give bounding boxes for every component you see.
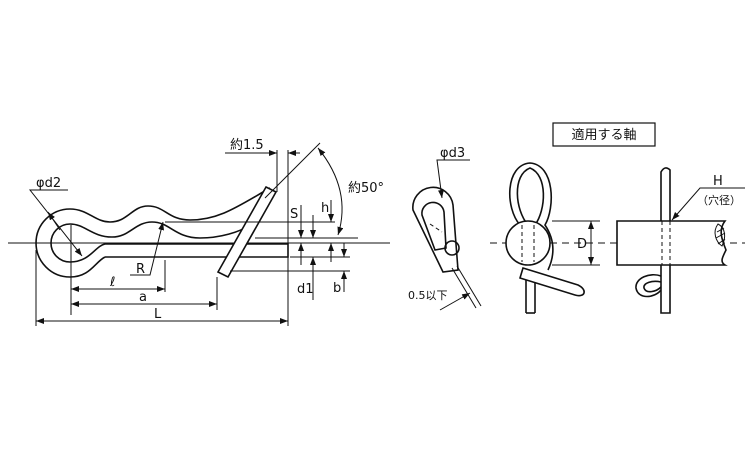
label-d1: d1 bbox=[297, 282, 314, 297]
label-hole-diameter: （穴径） bbox=[697, 193, 741, 207]
label-phi-d2: φd2 bbox=[36, 176, 61, 191]
pin-rod-bottom bbox=[660, 265, 671, 314]
label-l: ℓ bbox=[109, 275, 115, 290]
label-R: R bbox=[136, 262, 145, 277]
applicable-shaft-section: 適用する軸 D H （穴径） bbox=[490, 122, 745, 314]
r-pin-side-view: φd3 0.5以下 bbox=[408, 146, 482, 311]
label-S: S bbox=[290, 207, 298, 222]
pin-hook bbox=[635, 273, 662, 298]
label-D: D bbox=[577, 237, 587, 252]
label-H: H bbox=[713, 174, 723, 189]
label-approx-1-5: 約1.5 bbox=[230, 138, 264, 153]
pin-rod-top bbox=[660, 167, 671, 221]
label-gap-limit: 0.5以下 bbox=[408, 289, 448, 302]
shaft-cross-section bbox=[505, 220, 551, 266]
inner-wave bbox=[50, 221, 251, 263]
angle-arc bbox=[317, 147, 344, 236]
shaft-side bbox=[616, 220, 728, 266]
side-wire-section bbox=[444, 240, 460, 256]
label-b: b bbox=[333, 281, 341, 296]
outer-wave bbox=[35, 187, 271, 278]
applicable-shaft-title: 適用する軸 bbox=[571, 127, 636, 143]
label-phi-d3: φd3 bbox=[440, 146, 465, 161]
label-approx-50deg: 約50° bbox=[348, 181, 384, 196]
label-a: a bbox=[139, 290, 147, 305]
title-box bbox=[552, 122, 656, 147]
label-h: h bbox=[321, 201, 329, 216]
pin-tip-front bbox=[519, 266, 585, 297]
r-pin-front-view: φd2 約1.5 約50° S h d1 b R ℓ a L bbox=[8, 138, 390, 326]
straight-leg bbox=[105, 243, 289, 258]
side-outer bbox=[412, 186, 459, 273]
label-L: L bbox=[154, 307, 162, 322]
pin-loop-front bbox=[516, 167, 545, 226]
side-inner bbox=[421, 201, 447, 251]
